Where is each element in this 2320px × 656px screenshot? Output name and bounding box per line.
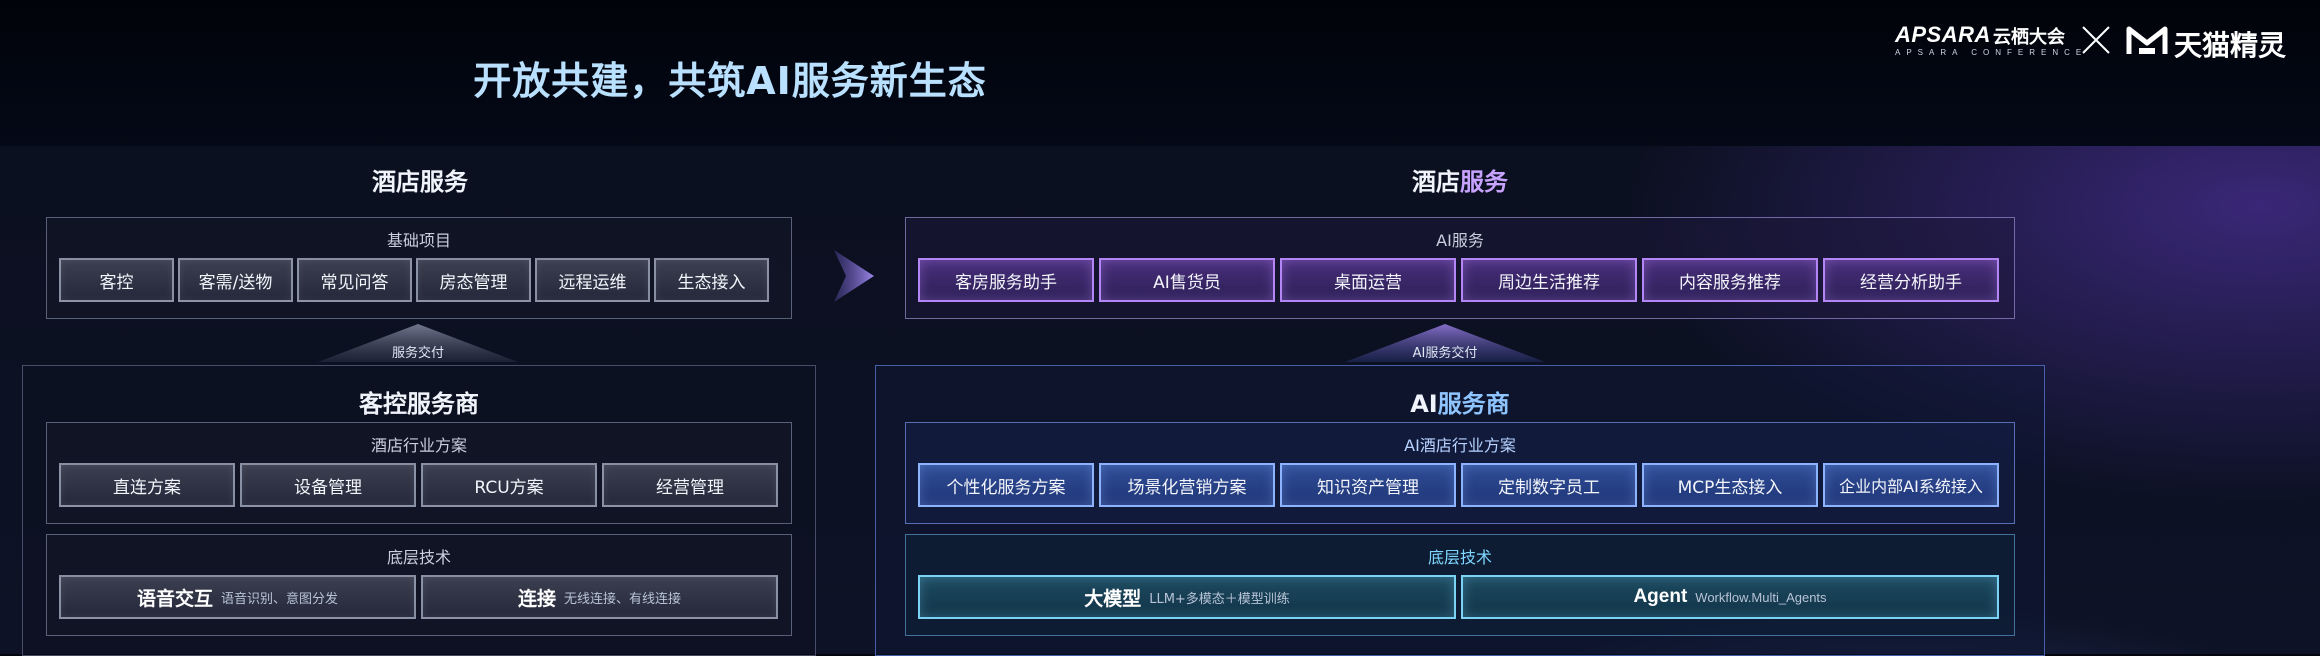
chip-faq[interactable]: 常见问答	[297, 258, 412, 302]
play-arrow-icon	[830, 246, 876, 306]
triangle-connector-icon	[1345, 324, 1545, 362]
right-tech-label: 底层技术	[1427, 548, 1492, 567]
chip-connectivity-main: 连接	[517, 587, 556, 610]
left-tech-panel: 底层技术 语音交互 语音识别、意图分发 连接 无线连接、有线连接	[46, 534, 792, 636]
right-ai-services-label: AI服务	[1436, 231, 1484, 250]
chip-ecosystem-access[interactable]: 生态接入	[654, 258, 769, 302]
left-solutions-label: 酒店行业方案	[370, 436, 467, 455]
right-section-title-b: 服务	[1460, 168, 1508, 196]
right-delivery-label: AI服务交付	[1412, 346, 1478, 361]
close-x-icon	[2080, 24, 2112, 56]
chip-content-service-recommend[interactable]: 内容服务推荐	[1642, 258, 1818, 302]
chip-large-model-sub: LLM+多模态＋模型训练	[1149, 591, 1290, 607]
chip-scenario-marketing[interactable]: 场景化营销方案	[1099, 463, 1275, 507]
chip-large-model-main: 大模型	[1084, 587, 1142, 610]
chip-voice-interaction-main: 语音交互	[136, 587, 213, 610]
right-provider-title-b: 服务商	[1437, 390, 1510, 418]
header-band	[0, 0, 2320, 146]
right-tech-panel: 底层技术 大模型 LLM+多模态＋模型训练 Agent Workflow.Mul…	[905, 534, 2015, 636]
chip-connectivity[interactable]: 连接 无线连接、有线连接	[421, 575, 778, 619]
chip-device-management[interactable]: 设备管理	[240, 463, 416, 507]
right-delivery-connector: AI服务交付	[1345, 324, 1545, 362]
tmall-genie-mark-icon	[2126, 24, 2168, 58]
right-solutions-label: AI酒店行业方案	[1404, 436, 1516, 455]
apsara-wordmark: APSARA	[1895, 22, 1991, 47]
left-solutions-panel: 酒店行业方案 直连方案 设备管理 RCU方案 经营管理	[46, 422, 792, 524]
chip-room-status[interactable]: 房态管理	[416, 258, 531, 302]
chip-large-model[interactable]: 大模型 LLM+多模态＋模型训练	[918, 575, 1456, 619]
tmall-genie-logo: 天猫精灵	[2126, 22, 2306, 62]
chip-room-service-assistant[interactable]: 客房服务助手	[918, 258, 1094, 302]
right-provider-title-a: AI	[1410, 390, 1438, 418]
left-provider-title: 客控服务商	[359, 390, 479, 418]
left-delivery-connector: 服务交付	[318, 324, 518, 362]
tmall-genie-text: 天猫精灵	[2174, 29, 2287, 62]
chip-nearby-life-recommend[interactable]: 周边生活推荐	[1461, 258, 1637, 302]
right-section-title-a: 酒店	[1412, 168, 1460, 196]
chip-rcu-solution[interactable]: RCU方案	[421, 463, 597, 507]
left-section-title: 酒店服务	[372, 168, 468, 196]
chip-remote-ops[interactable]: 远程运维	[535, 258, 650, 302]
chip-personalized-service[interactable]: 个性化服务方案	[918, 463, 1094, 507]
left-tech-label: 底层技术	[386, 548, 451, 567]
left-basic-projects-label: 基础项目	[386, 231, 451, 250]
chip-enterprise-ai-integration[interactable]: 企业内部AI系统接入	[1823, 463, 1999, 507]
apsara-subtitle: APSARA CONFERENCE	[1895, 48, 2088, 57]
chip-agent-sub: Workflow.Multi_Agents	[1695, 589, 1827, 605]
chip-agent[interactable]: Agent Workflow.Multi_Agents	[1461, 575, 1999, 619]
chip-connectivity-sub: 无线连接、有线连接	[564, 591, 682, 607]
triangle-connector-icon	[318, 324, 518, 362]
chip-direct-connect[interactable]: 直连方案	[59, 463, 235, 507]
chip-custom-digital-employee[interactable]: 定制数字员工	[1461, 463, 1637, 507]
apsara-cn-name: 云栖大会	[1993, 27, 2065, 48]
chip-voice-interaction[interactable]: 语音交互 语音识别、意图分发	[59, 575, 416, 619]
chip-business-analysis-assistant[interactable]: 经营分析助手	[1823, 258, 1999, 302]
chip-guest-room-control[interactable]: 客控	[59, 258, 174, 302]
chip-guest-needs-delivery[interactable]: 客需/送物	[178, 258, 293, 302]
right-section-title: 酒店服务	[1370, 162, 1550, 197]
chip-operations-management[interactable]: 经营管理	[602, 463, 778, 507]
right-provider-title: AI服务商	[876, 384, 2044, 419]
page-title: 开放共建，共筑AI服务新生态	[473, 59, 987, 103]
chip-ai-salesperson[interactable]: AI售货员	[1099, 258, 1275, 302]
left-basic-projects-panel: 基础项目 客控 客需/送物 常见问答 房态管理 远程运维 生态接入	[46, 217, 792, 319]
chip-voice-interaction-sub: 语音识别、意图分发	[221, 591, 339, 607]
chip-desktop-operations[interactable]: 桌面运营	[1280, 258, 1456, 302]
left-delivery-label: 服务交付	[391, 346, 444, 361]
chip-knowledge-asset-management[interactable]: 知识资产管理	[1280, 463, 1456, 507]
chip-mcp-ecosystem[interactable]: MCP生态接入	[1642, 463, 1818, 507]
apsara-logo: APSARA 云栖大会 APSARA CONFERENCE	[1895, 22, 2081, 60]
right-solutions-panel: AI酒店行业方案 个性化服务方案 场景化营销方案 知识资产管理 定制数字员工 M…	[905, 422, 2015, 524]
right-ai-services-panel: AI服务 客房服务助手 AI售货员 桌面运营 周边生活推荐 内容服务推荐 经营分…	[905, 217, 2015, 319]
chip-agent-main: Agent	[1633, 586, 1688, 607]
